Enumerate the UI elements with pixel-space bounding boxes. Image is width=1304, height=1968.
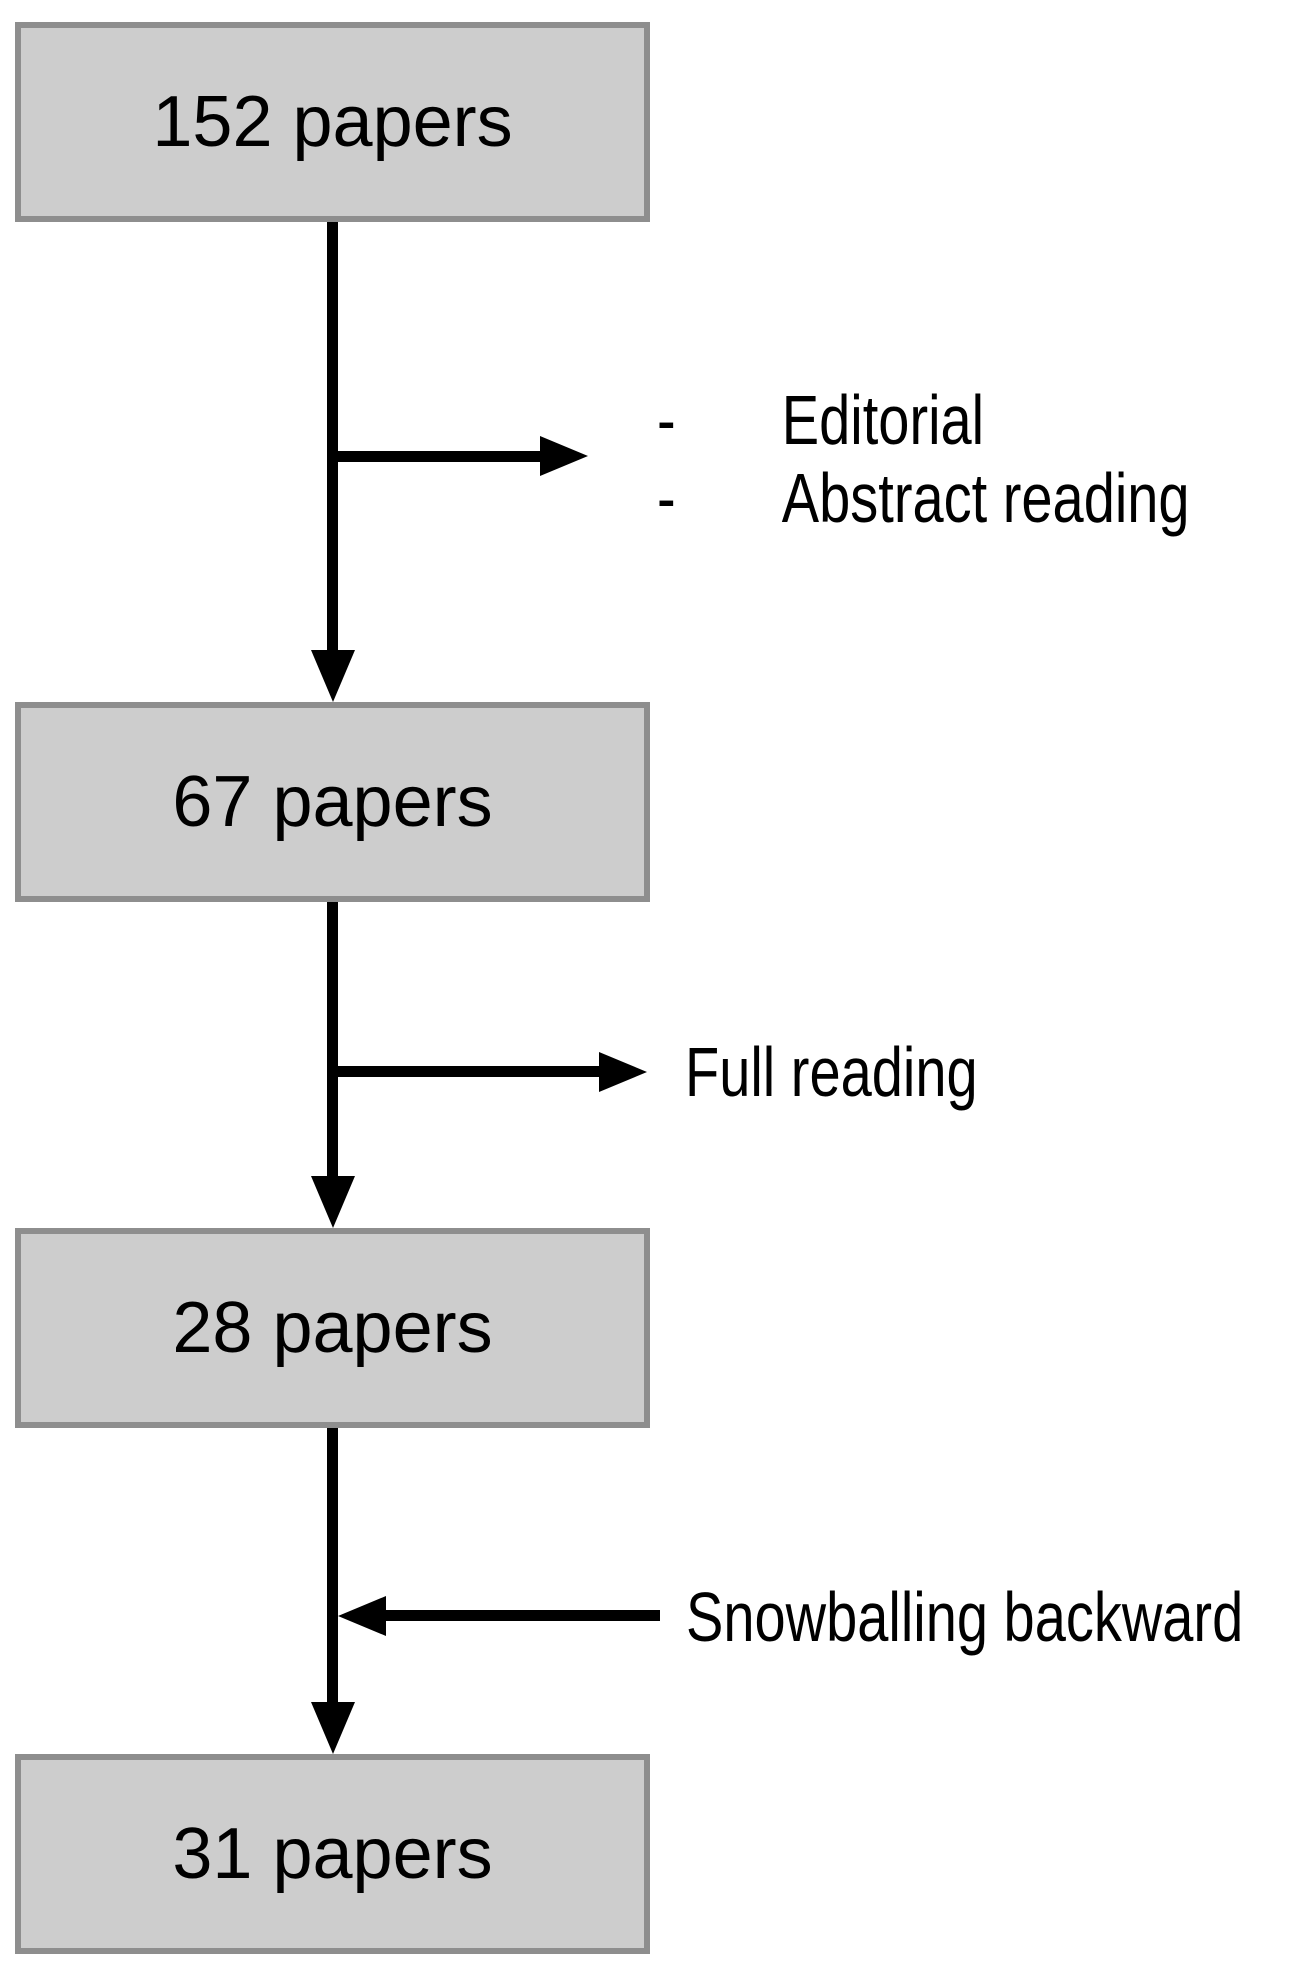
branch-line-incoming [386,1610,660,1621]
connector-line-3 [327,1428,338,1704]
node-label: 152 papers [152,82,513,162]
edge-label: Editorial [781,381,985,459]
bullet-dash: - [657,459,676,537]
node-label: 28 papers [172,1288,493,1368]
edge-label-exclusion-list: - Editorial - Abstract reading [657,381,1190,537]
node-box-28-papers: 28 papers [15,1228,650,1428]
arrowhead-right-icon [540,436,588,476]
arrowhead-left-icon [338,1596,386,1636]
bullet-dash: - [657,381,676,459]
connector-line-1 [327,222,338,652]
arrowhead-right-icon [599,1052,647,1092]
list-item: - Abstract reading [657,459,1190,537]
branch-line-exclusion-2 [332,1066,600,1077]
node-box-152-papers: 152 papers [15,22,650,222]
arrowhead-down-icon [311,650,355,702]
arrowhead-down-icon [311,1702,355,1754]
edge-label-full-reading: Full reading [685,1033,978,1111]
node-label: 31 papers [172,1814,493,1894]
arrowhead-down-icon [311,1176,355,1228]
edge-label-snowballing: Snowballing backward [686,1578,1244,1656]
node-box-31-papers: 31 papers [15,1754,650,1954]
edge-label: Abstract reading [781,459,1190,537]
node-box-67-papers: 67 papers [15,702,650,902]
list-item: - Editorial [657,381,1190,459]
node-label: 67 papers [172,762,493,842]
connector-line-2 [327,902,338,1178]
branch-line-exclusion-1 [332,451,540,462]
